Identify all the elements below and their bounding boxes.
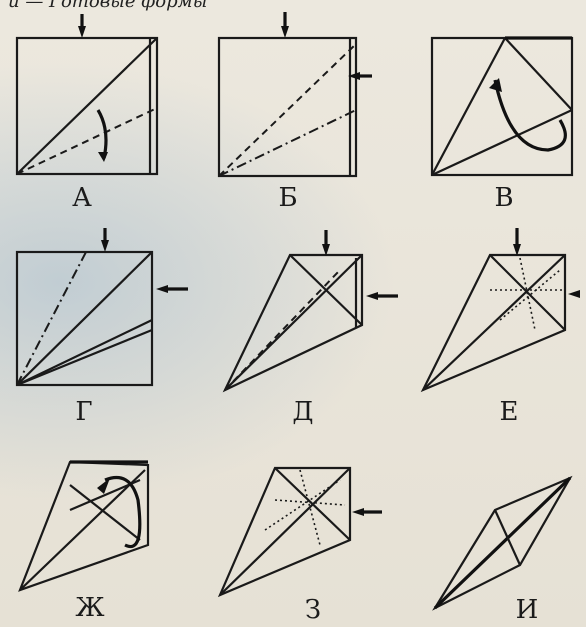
panel-zh-arrowhead [97, 478, 110, 494]
panel-b-square [217, 36, 358, 178]
panel-v-crease-3 [504, 37, 573, 111]
panel-a-fold-arrow [96, 109, 108, 159]
panel-v-crease-2 [431, 109, 573, 176]
panel-a: А [15, 14, 159, 213]
header-caption: и — Готовые формы [8, 0, 208, 12]
panel-z-crease-1 [219, 467, 351, 596]
panel-d-label: Д [292, 397, 313, 427]
panel-i: И [432, 475, 573, 625]
panel-g: Г [15, 228, 188, 427]
panel-g-crease-3 [16, 319, 153, 386]
panel-i-cross [493, 509, 522, 566]
panel-g-top-marker [101, 240, 109, 252]
panel-zh-fold-arrow [104, 475, 142, 549]
panel-d-side-marker [366, 292, 378, 300]
panel-b: Б [217, 12, 372, 213]
panel-v-arrowhead [489, 78, 502, 92]
panel-g-crease-1 [16, 251, 87, 386]
panel-e-guide-3 [499, 269, 561, 321]
panel-g-crease-2 [16, 251, 153, 386]
panel-b-fold-guide-2 [218, 109, 357, 177]
panel-v-label: В [494, 183, 513, 213]
panel-zh-outline [18, 460, 150, 592]
panel-v-fold-arrow [493, 79, 567, 152]
panel-g-label: Г [75, 397, 92, 427]
panel-e-top-marker [513, 244, 521, 256]
panel-e-side-marker [568, 290, 580, 298]
panel-z-crease-2 [274, 467, 351, 541]
panel-b-fold-guide-1 [218, 43, 357, 177]
panel-z-label: З [305, 595, 321, 625]
panel-d-crease-1 [224, 254, 363, 391]
panel-b-label: Б [278, 183, 297, 213]
panel-z-guide-3 [264, 479, 341, 531]
panel-v-square [430, 36, 574, 177]
panel-v-crease-1 [431, 37, 506, 176]
panel-b-side-marker [348, 72, 360, 80]
panel-z-side-marker [352, 508, 364, 516]
panel-z: З [217, 466, 382, 625]
panel-e-guide-1 [519, 257, 536, 331]
panel-zh-label: Ж [75, 593, 104, 623]
panel-e-crease-1 [422, 254, 566, 391]
panel-i-spine [433, 476, 572, 610]
panel-v: В [430, 36, 574, 213]
panel-i-label: И [516, 595, 539, 625]
panel-g-side-marker [156, 285, 168, 293]
panel-g-crease-4 [16, 328, 153, 387]
panel-zh-crease-2 [69, 484, 141, 541]
panel-d-crease-2 [289, 254, 363, 326]
panel-e-label: Е [500, 397, 519, 427]
panel-g-square [15, 250, 154, 387]
panel-a-arrowhead [98, 152, 108, 162]
panel-d-fold-guide [224, 269, 341, 391]
panel-e: Е [420, 228, 580, 427]
panel-a-diagonal [16, 37, 158, 175]
panel-b-top-marker [281, 26, 289, 38]
panel-zh: Ж [18, 460, 150, 623]
panel-d: Д [222, 230, 398, 427]
panel-d-top-marker [322, 244, 330, 256]
panel-z-guide-1 [274, 499, 346, 506]
panel-zh-crease-3 [69, 478, 141, 512]
panel-a-square [15, 36, 159, 176]
panel-zh-crease-1 [19, 469, 146, 591]
panel-a-fold-guide [16, 107, 158, 175]
panel-a-top-marker [78, 26, 86, 38]
panel-a-label: А [72, 183, 92, 213]
